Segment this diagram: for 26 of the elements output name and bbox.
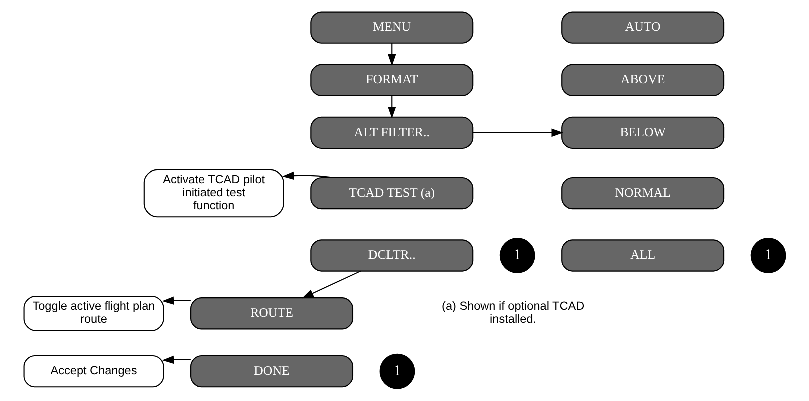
- node-box: ROUTE: [190, 298, 354, 330]
- node-box: Accept Changes: [23, 355, 164, 388]
- node-circle: 1: [379, 354, 415, 390]
- node-box: MENU: [310, 12, 474, 44]
- arrow: [162, 296, 190, 306]
- label: (a) Shown if optional TCAD installed.: [442, 300, 584, 326]
- node-box: ALT FILTER..: [310, 116, 474, 150]
- node-box: TCAD TEST (a): [310, 177, 474, 210]
- node-circle: 1: [499, 238, 535, 274]
- node-box: DCLTR..: [310, 240, 474, 272]
- node-box: ABOVE: [561, 64, 724, 96]
- node-box: Toggle active flight plan route: [23, 296, 164, 332]
- node-box: ALL: [561, 240, 724, 272]
- node-box: NORMAL: [561, 177, 724, 210]
- node-circle: 1: [750, 238, 786, 274]
- node-box: AUTO: [561, 12, 724, 44]
- arrow: [282, 172, 334, 180]
- arrow: [388, 96, 396, 119]
- node-box: BELOW: [561, 116, 724, 150]
- node-box: Activate TCAD pilot initiated test function: [143, 169, 284, 218]
- arrow: [162, 356, 190, 364]
- node-box: DONE: [190, 355, 354, 388]
- arrow: [302, 270, 361, 299]
- arrow: [388, 43, 396, 66]
- node-box: FORMAT: [310, 64, 474, 96]
- arrow: [473, 128, 564, 138]
